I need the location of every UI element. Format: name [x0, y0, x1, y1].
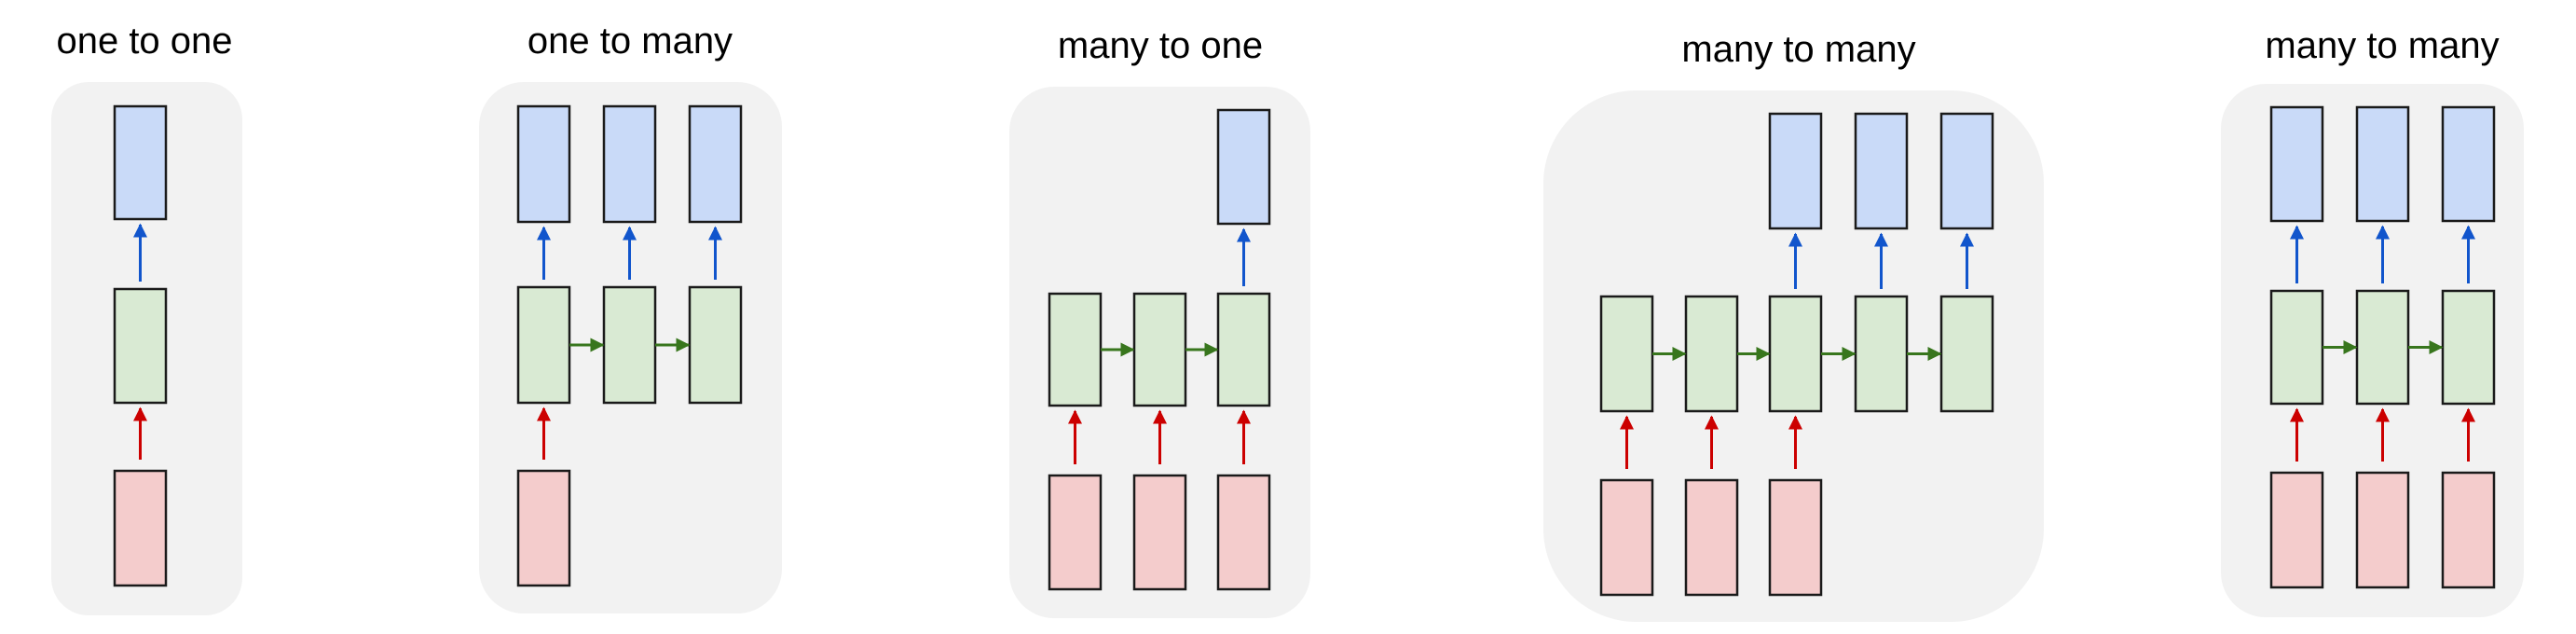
hidden-box	[1048, 292, 1103, 407]
hidden-box	[1939, 295, 1994, 413]
output-box	[688, 104, 743, 224]
input-box	[2269, 471, 2324, 589]
diagram-title-many-to-many-synced: many to many	[2265, 25, 2499, 66]
diagram-title-many-to-many-shifted: many to many	[1681, 29, 1915, 70]
output-box	[1939, 112, 1994, 230]
hidden-box	[1768, 295, 1823, 413]
hidden-box	[602, 285, 657, 405]
output-box	[2355, 105, 2410, 223]
hidden-box	[1684, 295, 1739, 413]
output-box	[1854, 112, 1909, 230]
input-box	[516, 469, 571, 587]
output-box	[516, 104, 571, 224]
hidden-box	[1216, 292, 1271, 407]
diagram-panel-group	[51, 82, 242, 615]
diagram-panel-group	[2221, 84, 2524, 617]
input-box	[2355, 471, 2410, 589]
hidden-box	[1132, 292, 1187, 407]
input-box	[1599, 478, 1654, 597]
output-box	[1216, 108, 1271, 226]
diagram-title-one-to-many: one to many	[528, 21, 733, 62]
input-box	[1132, 474, 1187, 591]
diagram-title-many-to-one: many to one	[1058, 25, 1263, 66]
hidden-box	[516, 285, 571, 405]
hidden-box	[1854, 295, 1909, 413]
diagram-panel-group	[1009, 87, 1310, 618]
input-box	[1768, 478, 1823, 597]
input-box	[1048, 474, 1103, 591]
input-box	[1684, 478, 1739, 597]
output-box	[602, 104, 657, 224]
output-box	[1768, 112, 1823, 230]
diagram-title-one-to-one: one to one	[56, 21, 232, 62]
diagram-panel-group	[479, 82, 782, 613]
input-box	[2441, 471, 2496, 589]
hidden-box	[2441, 289, 2496, 406]
hidden-box	[2355, 289, 2410, 406]
output-box	[2441, 105, 2496, 223]
hidden-box	[113, 287, 168, 405]
output-box	[113, 104, 168, 221]
output-box	[2269, 105, 2324, 223]
input-box	[1216, 474, 1271, 591]
input-box	[113, 469, 168, 587]
hidden-box	[688, 285, 743, 405]
hidden-box	[1599, 295, 1654, 413]
hidden-box	[2269, 289, 2324, 406]
diagram-panel-group	[1543, 90, 2044, 622]
